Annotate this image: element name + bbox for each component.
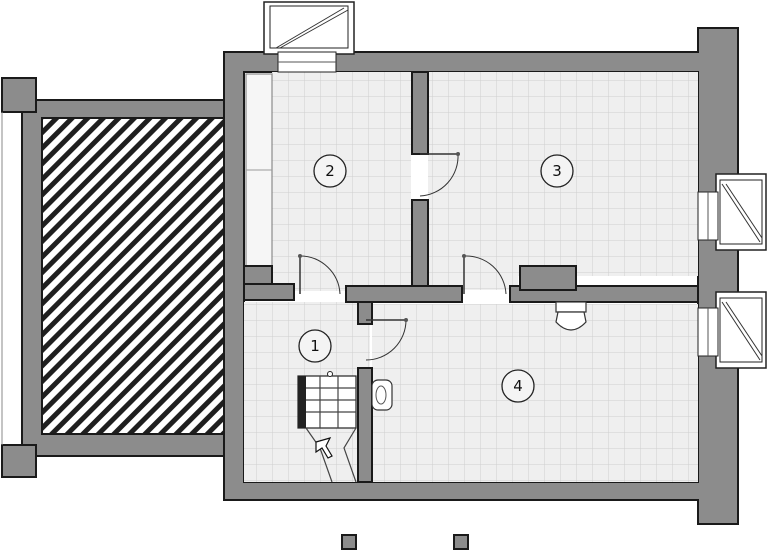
staircase <box>297 371 357 483</box>
door-room3-corridor <box>462 254 507 295</box>
interior-walls <box>243 71 699 483</box>
corner-pier <box>1 444 37 478</box>
stair-direction-arrow-icon <box>315 437 333 459</box>
window-top <box>263 1 355 73</box>
foundation-post <box>453 534 469 550</box>
toilet <box>555 301 587 331</box>
room-marker-4: 4 <box>501 369 535 403</box>
room-marker-3: 3 <box>540 154 574 188</box>
door-room2-corridor <box>298 254 341 295</box>
floor-tiles <box>244 72 698 482</box>
room-number: 3 <box>552 162 562 180</box>
window-right-upper <box>697 173 767 251</box>
window-right-lower <box>697 291 767 369</box>
room-number: 4 <box>513 377 523 395</box>
door-room1-room4 <box>365 318 408 361</box>
room-number: 1 <box>310 337 320 355</box>
room-number: 2 <box>325 162 335 180</box>
washbasin <box>371 379 393 411</box>
room-marker-2: 2 <box>313 154 347 188</box>
foundation-post <box>341 534 357 550</box>
room-marker-1: 1 <box>298 329 332 363</box>
door-room2-room3 <box>419 152 460 197</box>
terrace-area <box>1 77 231 478</box>
corner-pier <box>1 77 37 113</box>
